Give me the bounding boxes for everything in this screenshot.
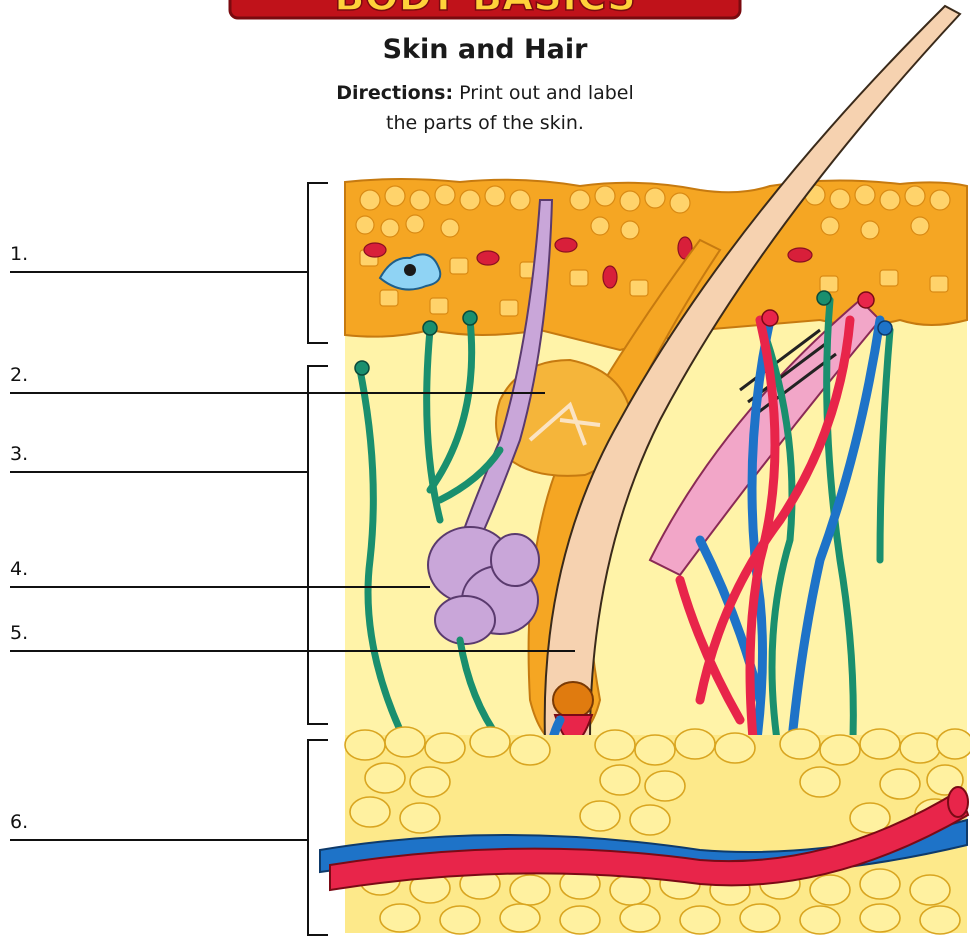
- layer-brackets: [308, 183, 328, 935]
- label-number-1: 1.: [10, 243, 28, 265]
- banner: BODY BASICS: [230, 0, 740, 20]
- sweat-gland-coil: [428, 527, 539, 644]
- directions: Directions: Print out and label the part…: [0, 78, 970, 138]
- subcutaneous-fat: [345, 727, 970, 934]
- bracket-dermis: [308, 366, 328, 724]
- label-number-6: 6.: [10, 811, 28, 833]
- label-number-4: 4.: [10, 558, 28, 580]
- directions-line-1: Directions: Print out and label: [0, 78, 970, 108]
- label-number-5: 5.: [10, 622, 28, 644]
- label-number-2: 2.: [10, 364, 28, 386]
- label-number-3: 3.: [10, 443, 28, 465]
- directions-label: Directions:: [336, 82, 453, 104]
- directions-text-2: the parts of the skin.: [0, 108, 970, 138]
- worksheet-title: Skin and Hair: [0, 34, 970, 65]
- bracket-epidermis: [308, 183, 328, 343]
- directions-text-1: Print out and label: [459, 82, 634, 104]
- bracket-subcutaneous: [308, 740, 328, 935]
- banner-text: BODY BASICS: [334, 0, 636, 20]
